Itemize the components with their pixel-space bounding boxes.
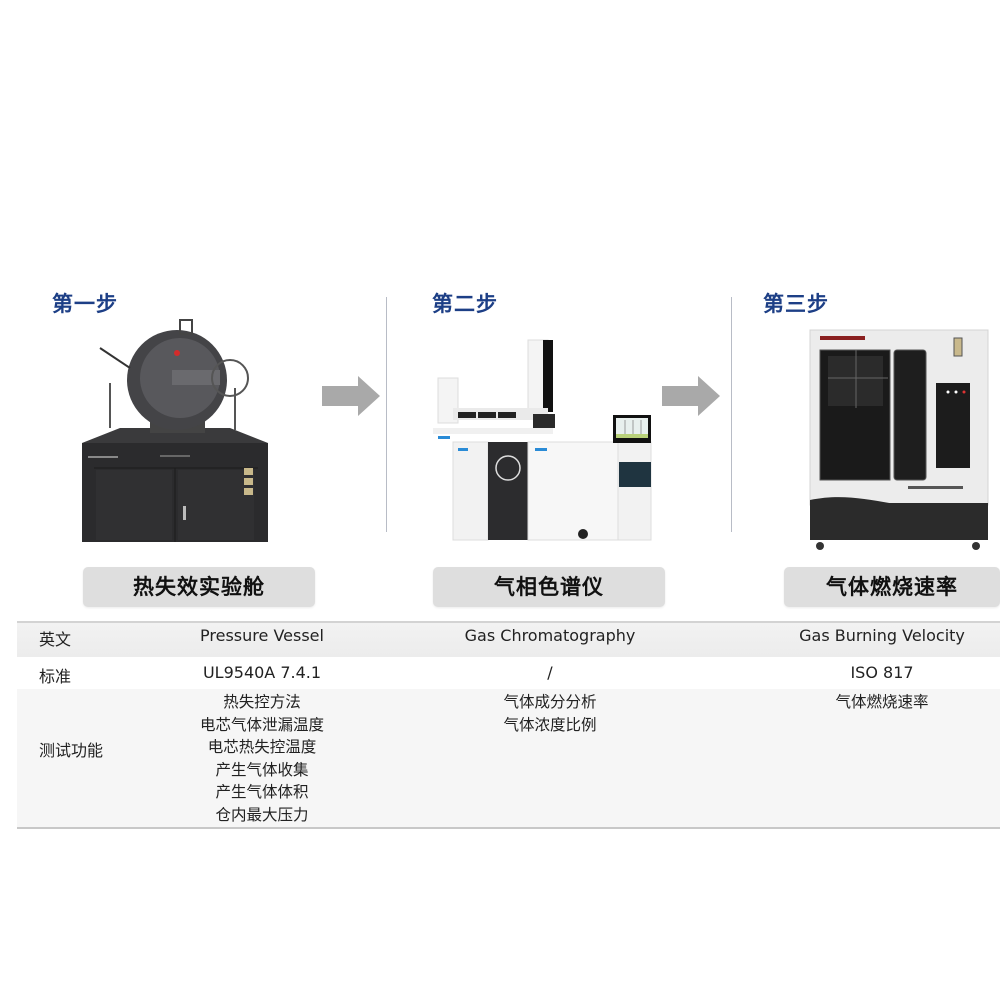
list-item: 气体浓度比例: [503, 715, 597, 734]
function-list-2: 气体成分分析 气体浓度比例: [435, 691, 665, 736]
list-item: 气体燃烧速率: [835, 693, 929, 711]
gas-chromatograph-image: [433, 339, 652, 541]
table-row-english: 英文 Pressure Vessel Gas Chromatography Ga…: [17, 621, 1000, 657]
list-item: 产生气体体积: [215, 783, 309, 801]
divider-2: [731, 297, 732, 532]
arrow-right-icon: [322, 376, 380, 416]
step-1-title: 第一步: [52, 292, 118, 316]
step-2-title: 第二步: [432, 292, 498, 316]
table-row-standard: 标准 UL9540A 7.4.1 / ISO 817: [17, 657, 1000, 689]
list-item: 热失控方法: [223, 693, 301, 711]
cell-english-2: Gas Chromatography: [464, 626, 636, 645]
list-item: 仓内最大压力: [215, 805, 309, 824]
cell-english-1: Pressure Vessel: [200, 626, 324, 645]
pressure-vessel-image: [82, 319, 268, 542]
burning-velocity-tester-image: [809, 329, 989, 550]
step-3-title: 第三步: [763, 292, 829, 316]
spec-table: 英文 Pressure Vessel Gas Chromatography Ga…: [17, 621, 1000, 829]
arrow-right-icon: [662, 376, 720, 416]
device-name-badge-3: 气体燃烧速率: [784, 567, 1000, 607]
list-item: 产生气体收集: [215, 760, 309, 779]
list-item: 电芯气体泄漏温度: [199, 715, 324, 734]
device-name-badge-1: 热失效实验舱: [83, 567, 315, 607]
device-name-badge-2: 气相色谱仪: [433, 567, 665, 607]
row-label-english: 英文: [39, 630, 72, 649]
row-label-standard: 标准: [39, 667, 72, 686]
row-label-functions: 测试功能: [39, 741, 104, 760]
function-list-1: 热失控方法 电芯气体泄漏温度 电芯热失控温度 产生气体收集 产生气体体积 仓内最…: [162, 691, 362, 826]
list-item: 气体成分分析: [503, 693, 597, 711]
cell-standard-1: UL9540A 7.4.1: [202, 663, 322, 682]
table-row-functions: 测试功能 热失控方法 电芯气体泄漏温度 电芯热失控温度 产生气体收集 产生气体体…: [17, 689, 1000, 829]
function-list-3: 气体燃烧速率: [777, 691, 987, 714]
cell-english-3: Gas Burning Velocity: [799, 626, 965, 645]
cell-standard-3: ISO 817: [850, 663, 914, 682]
cell-standard-2: /: [547, 663, 553, 682]
divider-1: [386, 297, 387, 532]
list-item: 电芯热失控温度: [207, 738, 317, 756]
